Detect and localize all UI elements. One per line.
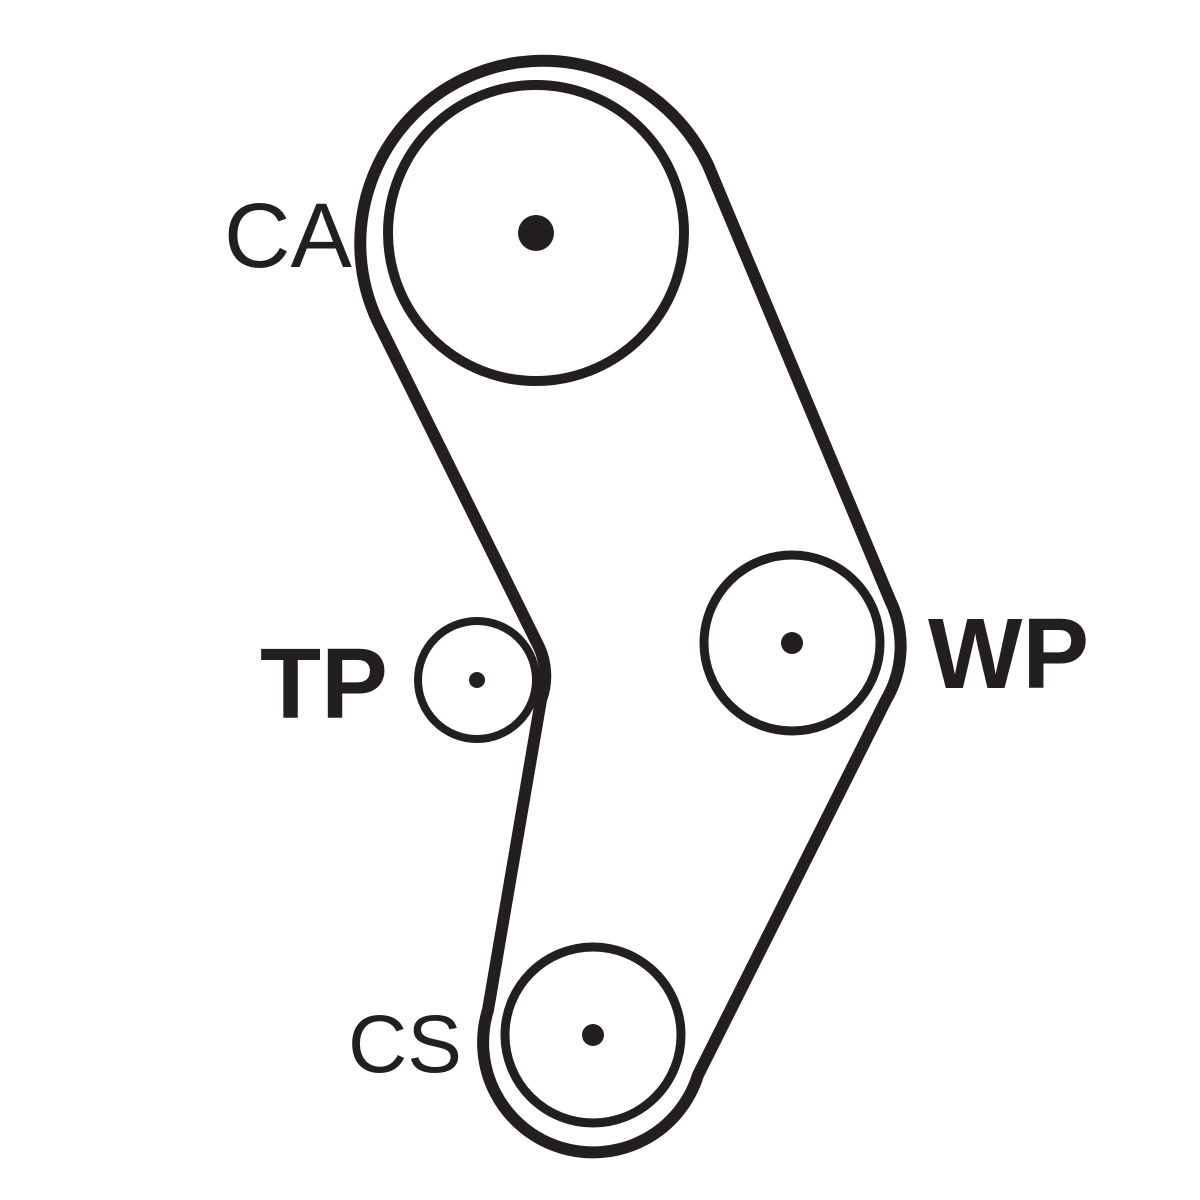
crankshaft-pulley xyxy=(500,942,686,1128)
label-wp: WP xyxy=(928,598,1089,710)
camshaft-hub xyxy=(518,215,554,251)
label-cs: CS xyxy=(348,999,462,1090)
label-ca: CA xyxy=(224,185,352,287)
crankshaft-hub xyxy=(582,1024,604,1046)
tensioner-hub xyxy=(469,672,485,688)
camshaft-pulley xyxy=(383,80,689,386)
timing-belt xyxy=(354,54,907,1159)
water-pump-pulley xyxy=(699,550,885,736)
tensioner-pulley xyxy=(414,617,540,743)
water-pump-hub xyxy=(781,632,803,654)
label-tp: TP xyxy=(260,628,388,740)
